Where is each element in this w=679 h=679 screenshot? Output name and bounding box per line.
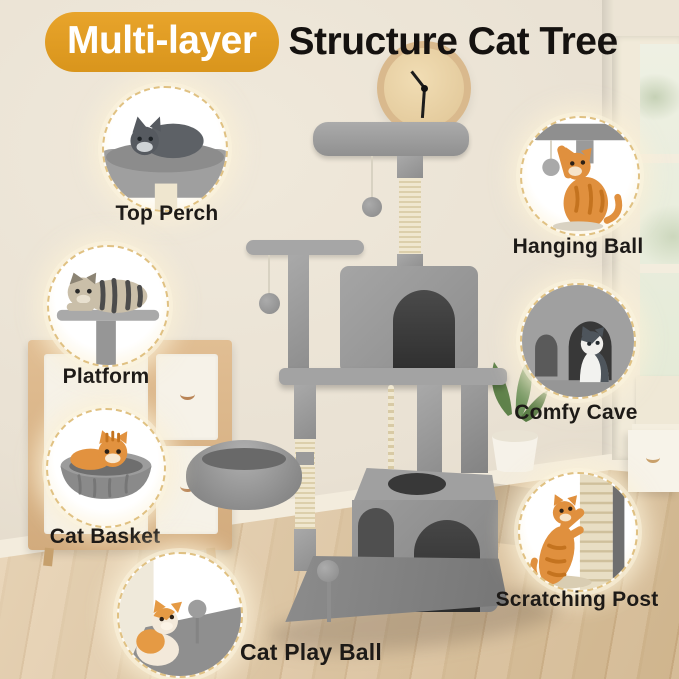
hanging-ball-label: Hanging Ball	[512, 235, 644, 258]
comfy-cave-illustration	[522, 285, 634, 397]
platform-label: Platform	[62, 365, 150, 388]
scratching-post-label: Scratching Post	[495, 588, 659, 611]
scratching-post-photo	[518, 472, 638, 592]
clock-center	[420, 84, 428, 92]
hanging-rope	[388, 385, 394, 479]
platform-illustration	[56, 272, 160, 365]
tree-post	[397, 156, 423, 178]
play-ball-stick	[327, 578, 331, 622]
drawer-handle	[180, 480, 195, 492]
page-title: Multi-layer Structure Cat Tree	[45, 12, 618, 72]
hanging-pompom	[362, 197, 382, 217]
side-table	[628, 430, 679, 492]
condo-top-hole	[388, 473, 446, 495]
tree-post	[417, 385, 442, 473]
tree-post	[294, 385, 316, 439]
tree-post	[288, 255, 309, 370]
cat-basket-label: Cat Basket	[49, 525, 161, 548]
comfy-cave-label: Comfy Cave	[514, 401, 638, 424]
hanging-string	[371, 156, 373, 198]
tree-post	[461, 385, 488, 473]
play-ball-pompom	[317, 560, 339, 582]
tree-top-perch	[313, 122, 469, 156]
window-rail	[636, 376, 679, 424]
wall-clock	[377, 41, 471, 135]
drawer-handle	[180, 388, 195, 400]
cat-play-ball-illustration	[119, 554, 241, 676]
cat-play-ball-label: Cat Play Ball	[240, 639, 382, 665]
hanging-string	[268, 255, 270, 295]
clock-minute-hand	[420, 87, 426, 119]
drawer-handle	[646, 452, 660, 463]
hanging-pompom	[259, 293, 280, 314]
cat-basket-photo	[46, 408, 166, 528]
basket-hollow	[202, 448, 286, 470]
title-rest-text: Structure Cat Tree	[288, 20, 619, 63]
tree-sisal-post	[399, 178, 421, 254]
window-glass	[640, 44, 679, 376]
scratching-post-illustration	[525, 474, 625, 590]
window-mullion	[640, 154, 679, 163]
window	[612, 36, 679, 460]
platform-photo	[47, 245, 169, 367]
basket-arm	[296, 452, 314, 465]
cat-basket-illustration	[60, 430, 152, 499]
tree-shelf	[279, 368, 507, 385]
window-mullion	[640, 264, 679, 273]
title-highlight-pill: Multi-layer	[45, 12, 279, 72]
hanging-ball-photo	[520, 116, 640, 236]
tree-platform	[246, 240, 364, 255]
hanging-ball-illustration	[529, 123, 635, 232]
tree-post	[294, 529, 316, 571]
dresser-leg	[43, 547, 54, 567]
comfy-cave-photo	[520, 283, 636, 399]
condo-arch-opening	[393, 290, 455, 374]
cat-play-ball-photo	[117, 552, 243, 678]
top-perch-illustration	[104, 116, 226, 210]
top-perch-label: Top Perch	[115, 202, 219, 225]
top-perch-photo	[102, 86, 228, 212]
